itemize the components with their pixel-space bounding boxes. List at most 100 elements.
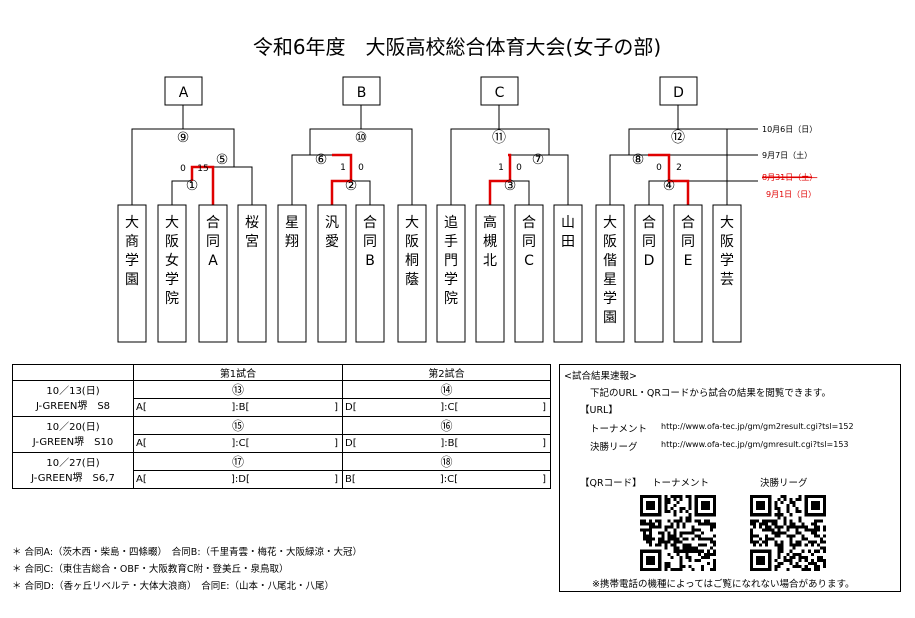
winning-lines	[190, 153, 690, 205]
score: 15	[197, 164, 208, 174]
school-box	[317, 204, 347, 343]
block-boxes: A B C D	[164, 76, 698, 106]
match-venue: J-GREEN堺 S8	[35, 400, 111, 412]
matchup-left: A[	[136, 474, 147, 485]
tournament-label: トーナメント	[590, 424, 648, 435]
game-number: ⑧	[632, 152, 645, 168]
score: 0	[656, 163, 662, 173]
matchup-cell: A[ ]:B[]	[133, 398, 343, 417]
game-number: ⑩	[355, 130, 368, 146]
match-day-cell: 10／27(日) J-GREEN堺 S6,7	[12, 452, 134, 489]
school-box	[117, 204, 147, 343]
matchup-mid: ]:C[	[439, 474, 458, 485]
school-box	[237, 204, 267, 343]
matchup-right: ]	[542, 438, 546, 449]
score: 0	[516, 163, 522, 173]
date-round1-new: 9月1日（日）	[766, 190, 816, 199]
match-venue: J-GREEN堺 S6,7	[31, 472, 115, 484]
school-box	[436, 204, 466, 343]
schedule-header: 第1試合 第2試合	[12, 364, 551, 381]
tournament-url-link[interactable]: http://www.ofa-tec.jp/gm/gm2result.cgi?t…	[661, 422, 854, 431]
school-box	[553, 204, 583, 343]
match-day-cell: 10／20(日) J-GREEN堺 S10	[12, 416, 134, 453]
score: 1	[498, 163, 504, 173]
game-number: ⑥	[315, 152, 328, 168]
matchup-left: A[	[136, 402, 147, 413]
tournament-bracket: 令和6年度 大阪高校総合体育大会(女子の部) A B C D	[117, 35, 817, 343]
table-row: 10／27(日) J-GREEN堺 S6,7 ⑰ ⑱	[12, 452, 551, 489]
game-number: ①	[186, 178, 199, 194]
matchup-left: B[	[345, 474, 356, 485]
matchup-right: ]	[334, 402, 338, 413]
game-number-cell: ⑰	[133, 452, 343, 471]
match-venue: J-GREEN堺 S10	[32, 436, 114, 448]
matchup-mid: ]:C[	[231, 438, 250, 449]
school-name: 星翔	[285, 215, 299, 250]
game-number: ⑦	[532, 152, 545, 168]
score: 0	[358, 163, 364, 173]
school-box	[277, 204, 307, 343]
matchup-left: A[	[136, 438, 147, 449]
matchup-cell: A[]:D[]	[133, 470, 343, 489]
qr-label: 【QRコード】	[580, 478, 642, 489]
info-intro: 下記のURL・QRコードから試合の結果を閲覧できます。	[590, 388, 831, 399]
score: 2	[676, 163, 682, 173]
matchup-right: ]	[334, 438, 338, 449]
school-name: 山田	[561, 215, 575, 250]
block-label-c: C	[495, 85, 505, 101]
match-day-cell: 10／13(日) J-GREEN堺 S8	[12, 380, 134, 417]
school-box	[712, 204, 742, 343]
school-box	[355, 204, 385, 343]
match-date: 10／20(日)	[46, 421, 100, 433]
matchup-mid: ]:B[	[440, 438, 459, 449]
school-box	[673, 204, 703, 343]
qr-code-league-icon[interactable]	[750, 495, 826, 571]
score: 1	[340, 163, 346, 173]
school-name: 大阪桐蔭	[405, 215, 419, 288]
note-line: ＊ 合同A:（茨木西・柴島・四條畷） 合同B:（千里青雲・梅花・大阪緑涼・大冠）	[12, 547, 363, 558]
note-line: ＊ 合同D:（香ヶ丘リベルテ・大体大浪商） 合同E:（山本・八尾北・八尾）	[12, 581, 334, 592]
school-box	[634, 204, 664, 343]
qr-code-tournament-icon[interactable]	[640, 495, 716, 571]
qr-league-label: 決勝リーグ	[760, 478, 808, 489]
matchup-left: D[	[345, 402, 357, 413]
game-number-cell: ⑭	[342, 380, 551, 399]
school-name: 汎愛	[325, 215, 339, 250]
game-number-cell: ⑮	[133, 416, 343, 435]
info-heading: <試合結果速報>	[564, 371, 637, 382]
school-box	[514, 204, 544, 343]
url-label: 【URL】	[580, 405, 618, 416]
page-title: 令和6年度 大阪高校総合体育大会(女子の部)	[253, 35, 661, 59]
match-date: 10／13(日)	[46, 385, 100, 397]
matchup-cell: A[ ]:C[]	[133, 434, 343, 453]
match-date: 10／27(日)	[46, 457, 100, 469]
date-round3: 10月6日（日）	[762, 125, 817, 134]
header-blank	[12, 364, 134, 381]
school-box	[397, 204, 427, 343]
school-name: 大阪学芸	[720, 215, 734, 288]
league-label: 決勝リーグ	[590, 442, 638, 453]
block-label-a: A	[179, 85, 189, 101]
note-line: ＊ 合同C:（東住吉総合・OBF・大阪教育C附・登美丘・泉鳥取）	[12, 564, 289, 575]
matchup-right: ]	[542, 474, 546, 485]
matchup-cell: B[ ]:C[]	[342, 470, 551, 489]
header-col1: 第1試合	[133, 364, 343, 381]
score: 0	[180, 164, 186, 174]
school-box	[595, 204, 625, 343]
school-box	[475, 204, 505, 343]
game-number: ⑨	[177, 130, 190, 146]
matchup-cell: D[]:B[]	[342, 434, 551, 453]
league-url-link[interactable]: http://www.ofa-tec.jp/gm/gmresult.cgi?ts…	[661, 440, 849, 449]
school-name: 桜宮	[245, 215, 259, 250]
bracket-lines	[131, 105, 758, 205]
result-info-box: <試合結果速報> 下記のURL・QRコードから試合の結果を閲覧できます。 【UR…	[559, 364, 901, 592]
header-col2: 第2試合	[342, 364, 551, 381]
matchup-mid: ]:B[	[231, 402, 250, 413]
schedule-table: 第1試合 第2試合 10／13(日) J-GREEN堺 S8 ⑬ ⑭ A[ ]:B…	[12, 364, 551, 489]
game-number-cell: ⑬	[133, 380, 343, 399]
